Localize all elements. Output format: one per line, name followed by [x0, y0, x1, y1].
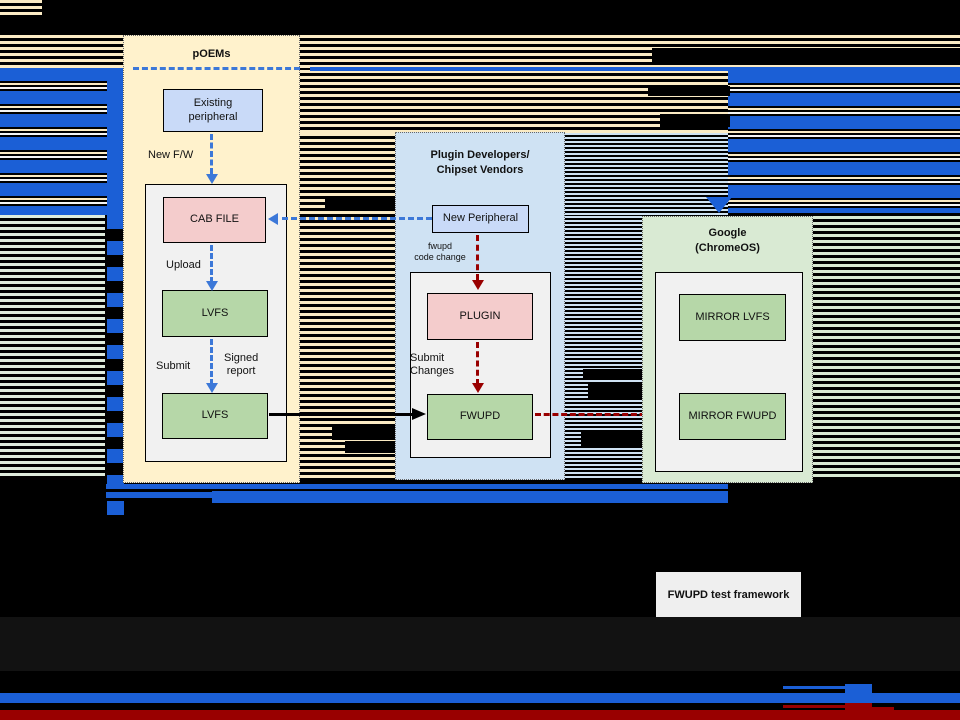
- node-plugin-label: PLUGIN: [459, 309, 501, 322]
- node-new-peripheral: New Peripheral: [432, 205, 529, 233]
- arrow-lvfs-to-lvfs: [210, 339, 213, 385]
- node-mirror-fwupd: MIRROR FWUPD: [679, 393, 786, 440]
- arrowhead-newperipheral-to-plugin: [472, 280, 484, 290]
- node-fwupd-test-framework-label: FWUPD test framework: [667, 588, 790, 601]
- node-existing-peripheral: Existing peripheral: [163, 89, 263, 132]
- label-fwupd-code-change: fwupd code change: [414, 241, 466, 262]
- poems-divider-dashed-line: [133, 67, 300, 70]
- glitch-tan-top-right: [300, 70, 728, 133]
- arrowhead-newperipheral-to-cab: [268, 213, 278, 225]
- arrow-newperipheral-to-cab: [282, 217, 432, 220]
- node-fwupd-label: FWUPD: [459, 410, 501, 423]
- glitch-blob: [583, 369, 643, 378]
- glitch-blue-bar-left-ext: [106, 492, 212, 498]
- glitch-blue-line-bottom-thin: [106, 484, 728, 489]
- glitch-blue-arrowhead: [706, 197, 732, 213]
- node-lvfs-report-label: LVFS: [201, 409, 229, 422]
- node-mirror-lvfs: MIRROR LVFS: [679, 294, 786, 341]
- node-lvfs-upload-label: LVFS: [201, 306, 229, 319]
- glitch-red-strip-full: [0, 710, 960, 720]
- node-lvfs-report: LVFS: [162, 393, 268, 439]
- label-new-fw: New F/W: [148, 149, 194, 161]
- node-existing-peripheral-label: Existing peripheral: [188, 96, 238, 123]
- glitch-red-notch-br: [872, 707, 894, 712]
- arrow-cab-to-lvfs: [210, 245, 213, 283]
- glitch-blue-line: [310, 67, 960, 71]
- arrowhead-existing-to-cab: [206, 174, 218, 184]
- arrowhead-cab-to-lvfs: [206, 281, 218, 291]
- node-lvfs-upload: LVFS: [162, 290, 268, 337]
- glitch-blob: [648, 86, 730, 96]
- arrow-newperipheral-to-plugin: [476, 235, 479, 280]
- arrowhead-lvfs-to-lvfs: [206, 383, 218, 393]
- arrowhead-lvfs-to-fwupd: [412, 408, 426, 420]
- glitch-blob: [588, 384, 643, 400]
- glitch-left-blue-bars: [0, 68, 108, 215]
- arrow-lvfs-to-fwupd: [269, 413, 414, 416]
- glitch-blue-line-br: [783, 686, 845, 689]
- glitch-blob: [345, 441, 395, 453]
- glitch-blue-strip-full: [0, 693, 960, 703]
- glitch-blue-bar-bottom: [212, 491, 728, 503]
- glitch-tan-column: [300, 133, 395, 480]
- glitch-dark-band: [0, 617, 960, 671]
- node-fwupd-test-framework: FWUPD test framework: [656, 572, 801, 617]
- glitch-right-green-stripes: [813, 216, 960, 478]
- group-plugin-title: Plugin Developers/ Chipset Vendors: [430, 149, 530, 176]
- node-cab-file-label: CAB FILE: [190, 213, 239, 226]
- label-upload: Upload: [166, 259, 201, 271]
- glitch-blob: [581, 431, 643, 448]
- node-cab-file: CAB FILE: [163, 197, 266, 243]
- glitch-blob: [652, 48, 960, 63]
- node-fwupd: FWUPD: [427, 394, 533, 440]
- glitch-blob: [325, 199, 395, 210]
- arrowhead-plugin-to-fwupd: [472, 383, 484, 393]
- label-submit: Submit: [156, 360, 191, 372]
- node-mirror-fwupd-label: MIRROR FWUPD: [688, 409, 777, 422]
- label-signed-report: Signed report: [224, 352, 259, 378]
- glitch-vertical-blue-band: [107, 68, 124, 215]
- glitch-lightblue-top: [565, 133, 728, 216]
- glitch-left-green-stripes: [0, 215, 105, 476]
- glitch-blob: [332, 427, 395, 440]
- arrow-fwupd-to-mirror: [535, 413, 663, 416]
- arrow-existing-to-cab: [210, 134, 213, 174]
- group-poems-title: pOEMs: [192, 48, 231, 60]
- glitch-vertical-blue-dashes: [107, 215, 124, 520]
- glitch-corner-patch: [0, 0, 42, 16]
- node-plugin: PLUGIN: [427, 293, 533, 340]
- glitch-blob: [660, 114, 730, 127]
- node-new-peripheral-label: New Peripheral: [442, 212, 519, 225]
- glitch-red-line-br: [783, 705, 845, 708]
- label-submit-changes: Submit Changes: [410, 352, 455, 378]
- node-mirror-lvfs-label: MIRROR LVFS: [695, 310, 770, 323]
- arrow-plugin-to-fwupd: [476, 342, 479, 385]
- glitch-right-blue-bars: [728, 70, 960, 213]
- group-google-title: Google (ChromeOS): [695, 227, 760, 254]
- glitch-red-block-br: [845, 703, 872, 712]
